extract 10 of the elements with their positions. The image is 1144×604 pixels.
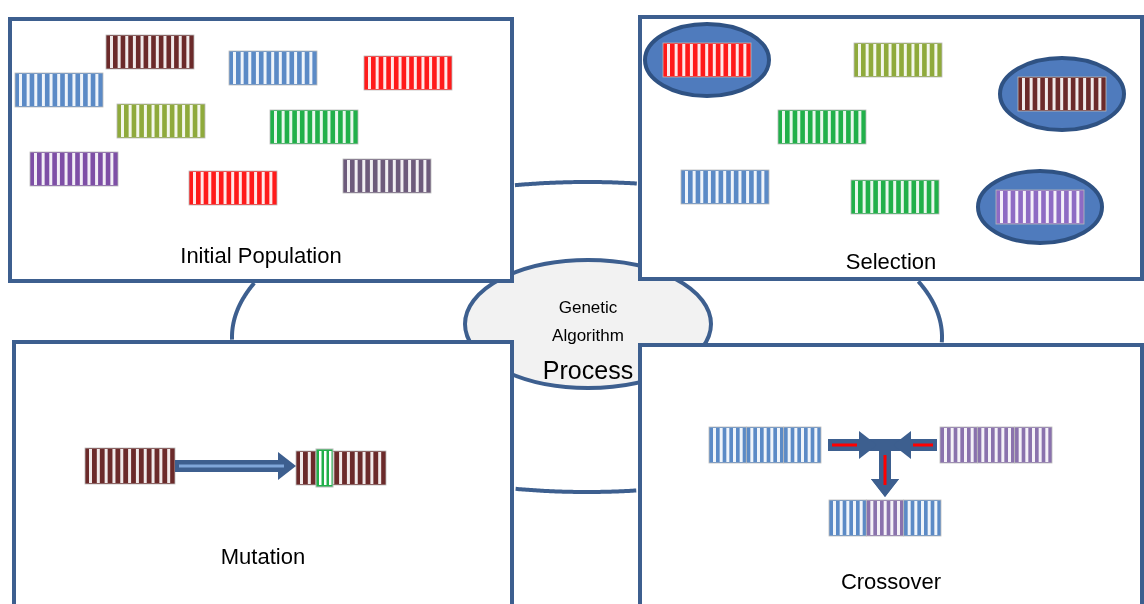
connector-line (230, 281, 256, 341)
panel-title: Crossover (839, 569, 943, 595)
connector-line (515, 486, 637, 494)
panel-title: Selection (844, 249, 938, 275)
panel-title: Mutation (219, 544, 307, 570)
connector-line (916, 280, 944, 344)
center-label: Genetic Algorithm (551, 297, 625, 347)
panel-title: Initial Population (179, 243, 343, 269)
connector-line (514, 180, 638, 188)
center-subtitle: Process (541, 355, 635, 385)
